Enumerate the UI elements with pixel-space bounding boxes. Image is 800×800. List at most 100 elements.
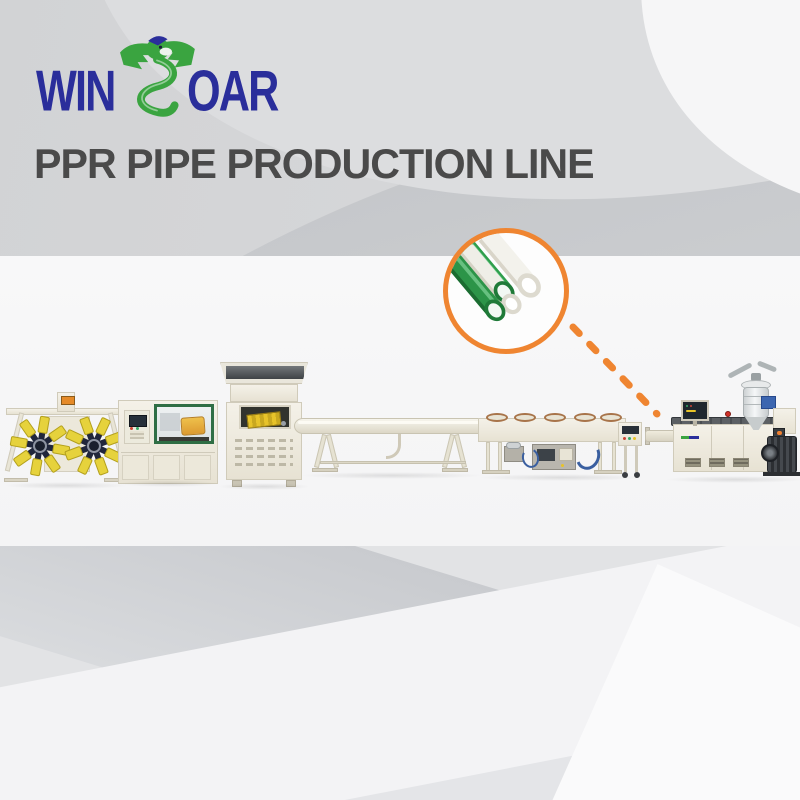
tank-hatch	[574, 413, 596, 422]
control-screen	[537, 449, 555, 461]
vent-slots	[235, 439, 293, 442]
hopper-band	[744, 396, 768, 397]
cutter-control-panel	[124, 410, 150, 444]
pipe-cutting-machine	[118, 396, 218, 487]
tank-foot	[312, 468, 338, 472]
cabinet-door	[122, 455, 149, 480]
hauloff-canopy	[220, 362, 308, 384]
pump-cylinder	[506, 442, 521, 449]
cutter-saw-carriage	[180, 416, 206, 436]
tank-leg	[612, 442, 616, 472]
tank-foot	[594, 470, 622, 474]
caterpillar-belt	[246, 411, 282, 429]
vent-slots	[235, 463, 293, 466]
hauloff-neck	[230, 384, 298, 402]
shadow	[218, 483, 310, 490]
cabinet-seam	[743, 426, 744, 470]
motor-end-bell	[761, 444, 779, 462]
tank-hatch	[600, 413, 622, 422]
shadow	[665, 476, 800, 483]
panel-pole	[693, 421, 697, 426]
cabinet-door	[184, 455, 211, 480]
tank-hatch	[486, 413, 508, 422]
vent-slots	[235, 447, 293, 450]
hauloff-canopy-slab	[226, 366, 304, 379]
extruder-machine	[645, 360, 800, 483]
hopper-hose	[727, 362, 753, 379]
button-red	[623, 437, 626, 440]
hopper-band	[744, 404, 768, 405]
cutter-window	[154, 404, 214, 444]
coiler-star-wheel-right	[64, 416, 124, 476]
cooling-tank	[294, 404, 488, 482]
control-sub-box	[559, 448, 573, 461]
wheel-hub	[33, 439, 47, 453]
vent-grille	[709, 458, 725, 467]
cabinet-seam	[711, 426, 712, 470]
shadow	[4, 482, 128, 489]
hopper-cap	[751, 373, 761, 381]
hopper-cylinder	[743, 387, 769, 418]
extruder-control-panel	[681, 400, 709, 421]
hauloff-cabinet	[226, 402, 302, 480]
tank-leg	[498, 442, 502, 472]
coiler-screen	[61, 396, 75, 405]
tank-foot	[482, 470, 510, 474]
orange-button	[777, 431, 782, 435]
pipe-end-white-2	[501, 293, 522, 315]
console-wheel	[622, 472, 628, 478]
coiler-star-wheel-left	[9, 415, 71, 477]
logo-text-win: WIN	[36, 58, 116, 123]
coiler-control-box	[57, 392, 75, 412]
pipe-end-green-2	[484, 299, 506, 322]
indicator-red	[690, 405, 692, 407]
cutter-inner-machinery	[160, 413, 180, 431]
tank-hatch	[514, 413, 536, 422]
button-green	[628, 437, 631, 440]
cutter-screen	[129, 415, 147, 427]
button-green	[136, 427, 139, 430]
vacuum-tank-body	[478, 418, 626, 442]
emergency-button	[725, 411, 731, 417]
vent-slots	[235, 455, 293, 458]
extruder-brand-mark	[681, 436, 699, 439]
machine-foot	[232, 480, 242, 487]
wheel-hub	[87, 439, 101, 453]
logo-text-oar: OAR	[187, 58, 279, 123]
drain-hose	[386, 434, 401, 459]
page-title: PPR PIPE PRODUCTION LINE	[34, 140, 595, 187]
shadow	[478, 474, 644, 481]
tank-leg	[486, 442, 490, 472]
tank-hatch	[544, 413, 566, 422]
background-top-gray	[0, 0, 800, 256]
vent-grille	[685, 458, 701, 467]
ppr-pipes-image	[448, 233, 541, 322]
button-red	[130, 427, 133, 430]
console-leg	[635, 446, 638, 472]
warning-label	[561, 464, 564, 467]
cutter-rail	[159, 437, 209, 441]
indicator-row	[686, 410, 696, 412]
winsoar-logo: WIN OAR	[36, 26, 286, 119]
shadow	[300, 472, 484, 479]
console-wheel	[634, 472, 640, 478]
machine-foot	[286, 480, 296, 487]
pipe-coiler-machine	[4, 392, 128, 489]
cutter-grille	[130, 431, 144, 439]
tank-console	[618, 422, 642, 446]
vacuum-calibration-tank	[478, 406, 644, 482]
dragon-icon	[120, 36, 196, 117]
console-screen	[622, 426, 639, 434]
hauloff-window	[239, 405, 291, 429]
console-leg	[624, 446, 627, 472]
indicator-green	[686, 405, 688, 407]
hopper-hose	[756, 360, 778, 373]
shadow	[118, 480, 218, 487]
belt-wheel	[281, 421, 286, 426]
cabinet-door	[153, 455, 180, 480]
pipe-green-bottom	[448, 254, 501, 317]
coiler-foot	[4, 478, 28, 482]
pipe-end-white-1	[517, 273, 541, 298]
background-bottom-bands	[0, 546, 800, 800]
